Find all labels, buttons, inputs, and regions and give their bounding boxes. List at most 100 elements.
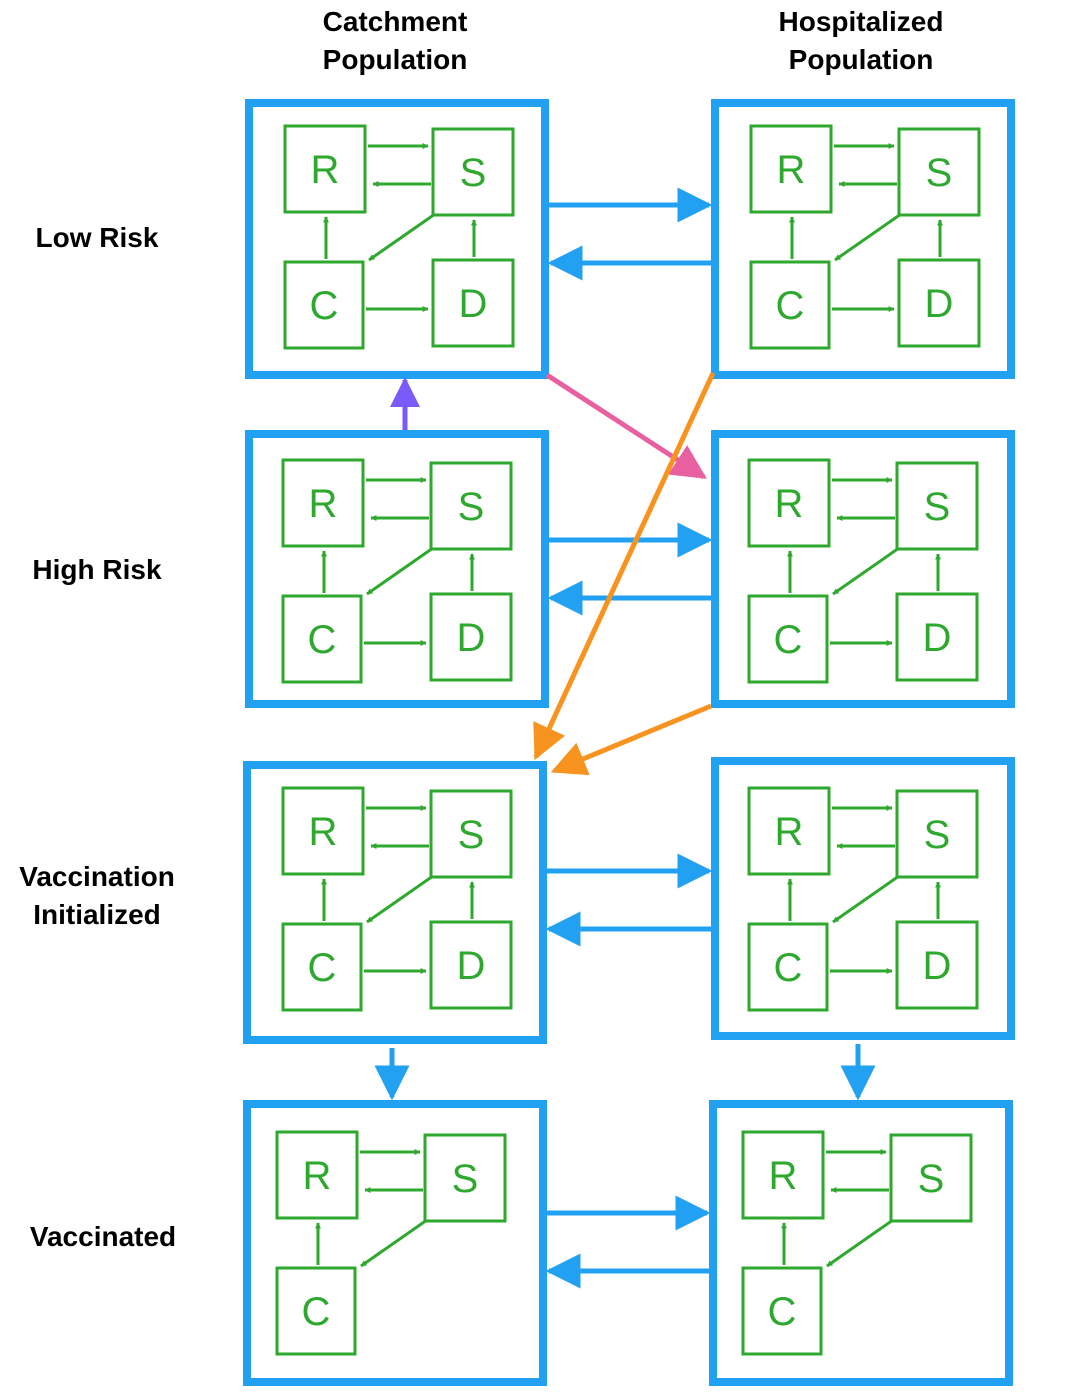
column-header-catchment-line1: Catchment [323, 6, 468, 37]
compartment-r-box [741, 1130, 825, 1220]
compartment-c-box [749, 260, 831, 350]
module-hospitalized-vaccination-initialized: R S C D [747, 786, 979, 1012]
compartment-s-box [895, 461, 979, 551]
compartment-s-label: S [460, 151, 487, 195]
compartment-r-box [281, 786, 365, 876]
module-catchment-low-risk: R S C D [283, 124, 515, 350]
box-hospitalized-vaccinated [709, 1100, 1013, 1386]
compartment-s-box [897, 127, 981, 217]
row-label-vaccination-line2: Initialized [33, 899, 161, 930]
compartment-c-box [747, 594, 829, 684]
compartment-s-box [429, 789, 513, 879]
arrow-s-to-c [832, 546, 900, 596]
arrow-s-to-c [366, 874, 434, 924]
arrow-low-risk-catchment-to-high-risk-hospital [545, 372, 707, 480]
compartment-s-box [423, 1133, 507, 1223]
compartment-s-label: S [452, 1157, 479, 1201]
compartment-r-box [281, 458, 365, 548]
compartment-c-label: C [776, 284, 805, 328]
compartment-s-box [895, 789, 979, 879]
module-catchment-high-risk: R S C D [281, 458, 513, 684]
arrow-high-risk-hospital-to-vaccination [550, 703, 712, 776]
compartment-d-label: D [923, 944, 952, 988]
row-label-vaccinated: Vaccinated [30, 1221, 176, 1252]
compartment-d-box [895, 592, 979, 682]
compartment-c-box [281, 594, 363, 684]
transfer-arrows [374, 187, 876, 1289]
compartment-d-box [897, 258, 981, 348]
compartment-c-label: C [308, 946, 337, 990]
compartment-r-label: R [303, 1154, 332, 1198]
box-catchment-vaccinated [243, 1100, 547, 1386]
compartment-c-label: C [774, 946, 803, 990]
module-hospitalized-high-risk: R S C D [747, 458, 979, 684]
arrow-low-risk-hospital-to-vaccination [533, 371, 716, 761]
compartment-d-label: D [457, 944, 486, 988]
row-label-low-risk: Low Risk [36, 222, 159, 253]
box-hospitalized-high-risk [711, 430, 1015, 708]
compartment-c-box [283, 260, 365, 350]
row-label-high-risk: High Risk [32, 554, 162, 585]
arrow-s-to-c [360, 1218, 428, 1268]
compartment-c-box [741, 1266, 823, 1356]
compartment-c-label: C [310, 284, 339, 328]
module-catchment-vaccination-initialized: R S C D [281, 786, 513, 1012]
box-hospitalized-vaccination-initialized [711, 757, 1015, 1040]
box-catchment-low-risk [245, 99, 549, 379]
compartment-r-box [283, 124, 367, 214]
arrow-s-to-c [832, 874, 900, 924]
population-boxes [243, 99, 1015, 1386]
module-hospitalized-low-risk: R S C D [749, 124, 981, 350]
compartment-s-label: S [458, 485, 485, 529]
compartment-c-box [281, 922, 363, 1012]
compartment-r-label: R [309, 482, 338, 526]
compartment-r-label: R [775, 482, 804, 526]
compartment-r-box [749, 124, 833, 214]
column-header-hospitalized-line2: Population [789, 44, 934, 75]
compartment-r-label: R [777, 148, 806, 192]
compartment-s-label: S [918, 1157, 945, 1201]
compartment-d-label: D [459, 282, 488, 326]
compartment-r-label: R [769, 1154, 798, 1198]
compartment-d-box [429, 920, 513, 1010]
arrow-s-to-c [826, 1218, 894, 1268]
compartment-d-label: D [457, 616, 486, 660]
compartment-d-box [429, 592, 513, 682]
compartment-r-box [275, 1130, 359, 1220]
compartment-s-box [429, 461, 513, 551]
compartment-r-label: R [309, 810, 338, 854]
module-hospitalized-vaccinated: R S C [741, 1130, 973, 1356]
arrow-s-to-c [366, 546, 434, 596]
compartment-modules: R S C D R S C D R S C D R S C D R S C D R S C D R S C R S C [275, 124, 981, 1356]
row-label-vaccination-line1: Vaccination [19, 861, 175, 892]
compartment-d-label: D [923, 616, 952, 660]
box-catchment-vaccination-initialized [243, 761, 547, 1044]
compartment-r-label: R [775, 810, 804, 854]
compartment-c-label: C [302, 1290, 331, 1334]
column-header-hospitalized-line1: Hospitalized [779, 6, 944, 37]
box-catchment-high-risk [245, 430, 549, 708]
compartment-s-label: S [926, 151, 953, 195]
compartment-d-label: D [925, 282, 954, 326]
compartment-r-box [747, 458, 831, 548]
compartment-c-box [747, 922, 829, 1012]
compartment-c-label: C [768, 1290, 797, 1334]
module-catchment-vaccinated: R S C [275, 1130, 507, 1356]
arrow-s-to-c [368, 212, 436, 262]
compartment-s-box [889, 1133, 973, 1223]
compartment-r-box [747, 786, 831, 876]
compartment-c-label: C [308, 618, 337, 662]
box-hospitalized-low-risk [711, 99, 1015, 379]
compartment-c-label: C [774, 618, 803, 662]
compartment-s-box [431, 127, 515, 217]
column-header-catchment-line2: Population [323, 44, 468, 75]
compartment-d-box [895, 920, 979, 1010]
compartment-s-label: S [924, 485, 951, 529]
compartment-r-label: R [311, 148, 340, 192]
compartment-d-box [431, 258, 515, 348]
compartment-s-label: S [458, 813, 485, 857]
compartment-s-label: S [924, 813, 951, 857]
compartment-c-box [275, 1266, 357, 1356]
arrow-s-to-c [834, 212, 902, 262]
